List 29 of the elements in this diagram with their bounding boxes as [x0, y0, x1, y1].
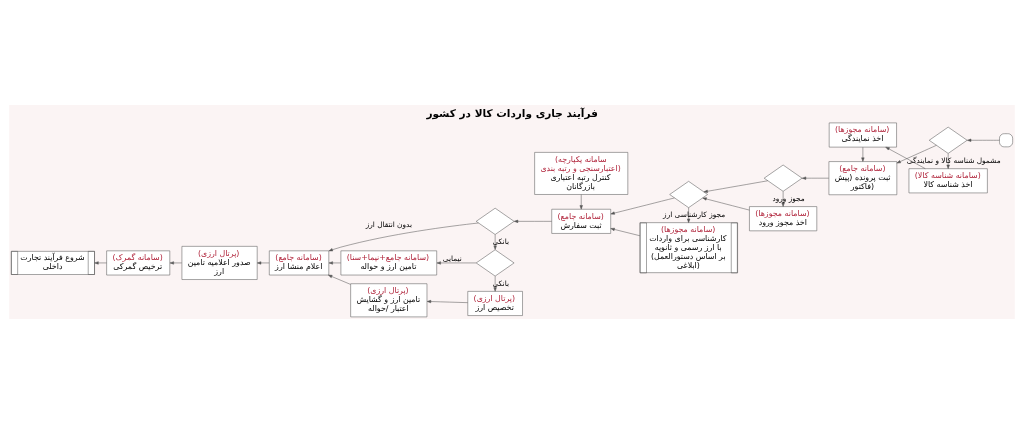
arrow — [781, 191, 785, 207]
arrow — [493, 275, 497, 292]
node-diamond — [763, 164, 803, 192]
diagram-title: فرآیند جاری واردات کالا در کشور — [426, 107, 598, 120]
arrow — [885, 146, 926, 169]
arrow — [610, 197, 675, 215]
arrow — [169, 261, 182, 265]
arrow — [702, 197, 750, 211]
arrow — [328, 222, 479, 252]
arrow — [703, 180, 769, 193]
arrow — [493, 234, 497, 250]
arrow — [896, 145, 937, 164]
arrow — [861, 146, 865, 162]
node-diamond — [475, 249, 515, 277]
arrow — [328, 274, 351, 285]
arrow — [946, 153, 950, 169]
arrow — [256, 261, 270, 265]
arrow — [967, 138, 1000, 142]
arrow — [94, 261, 107, 265]
node-diamond — [475, 207, 515, 235]
arrow — [610, 227, 641, 236]
arrow — [328, 261, 342, 265]
arrow — [579, 194, 583, 210]
arrow — [436, 261, 477, 265]
node-box — [999, 133, 1013, 148]
arrow — [513, 219, 552, 223]
node-diamond — [928, 126, 968, 154]
arrow — [801, 176, 829, 180]
arrow — [426, 300, 468, 304]
